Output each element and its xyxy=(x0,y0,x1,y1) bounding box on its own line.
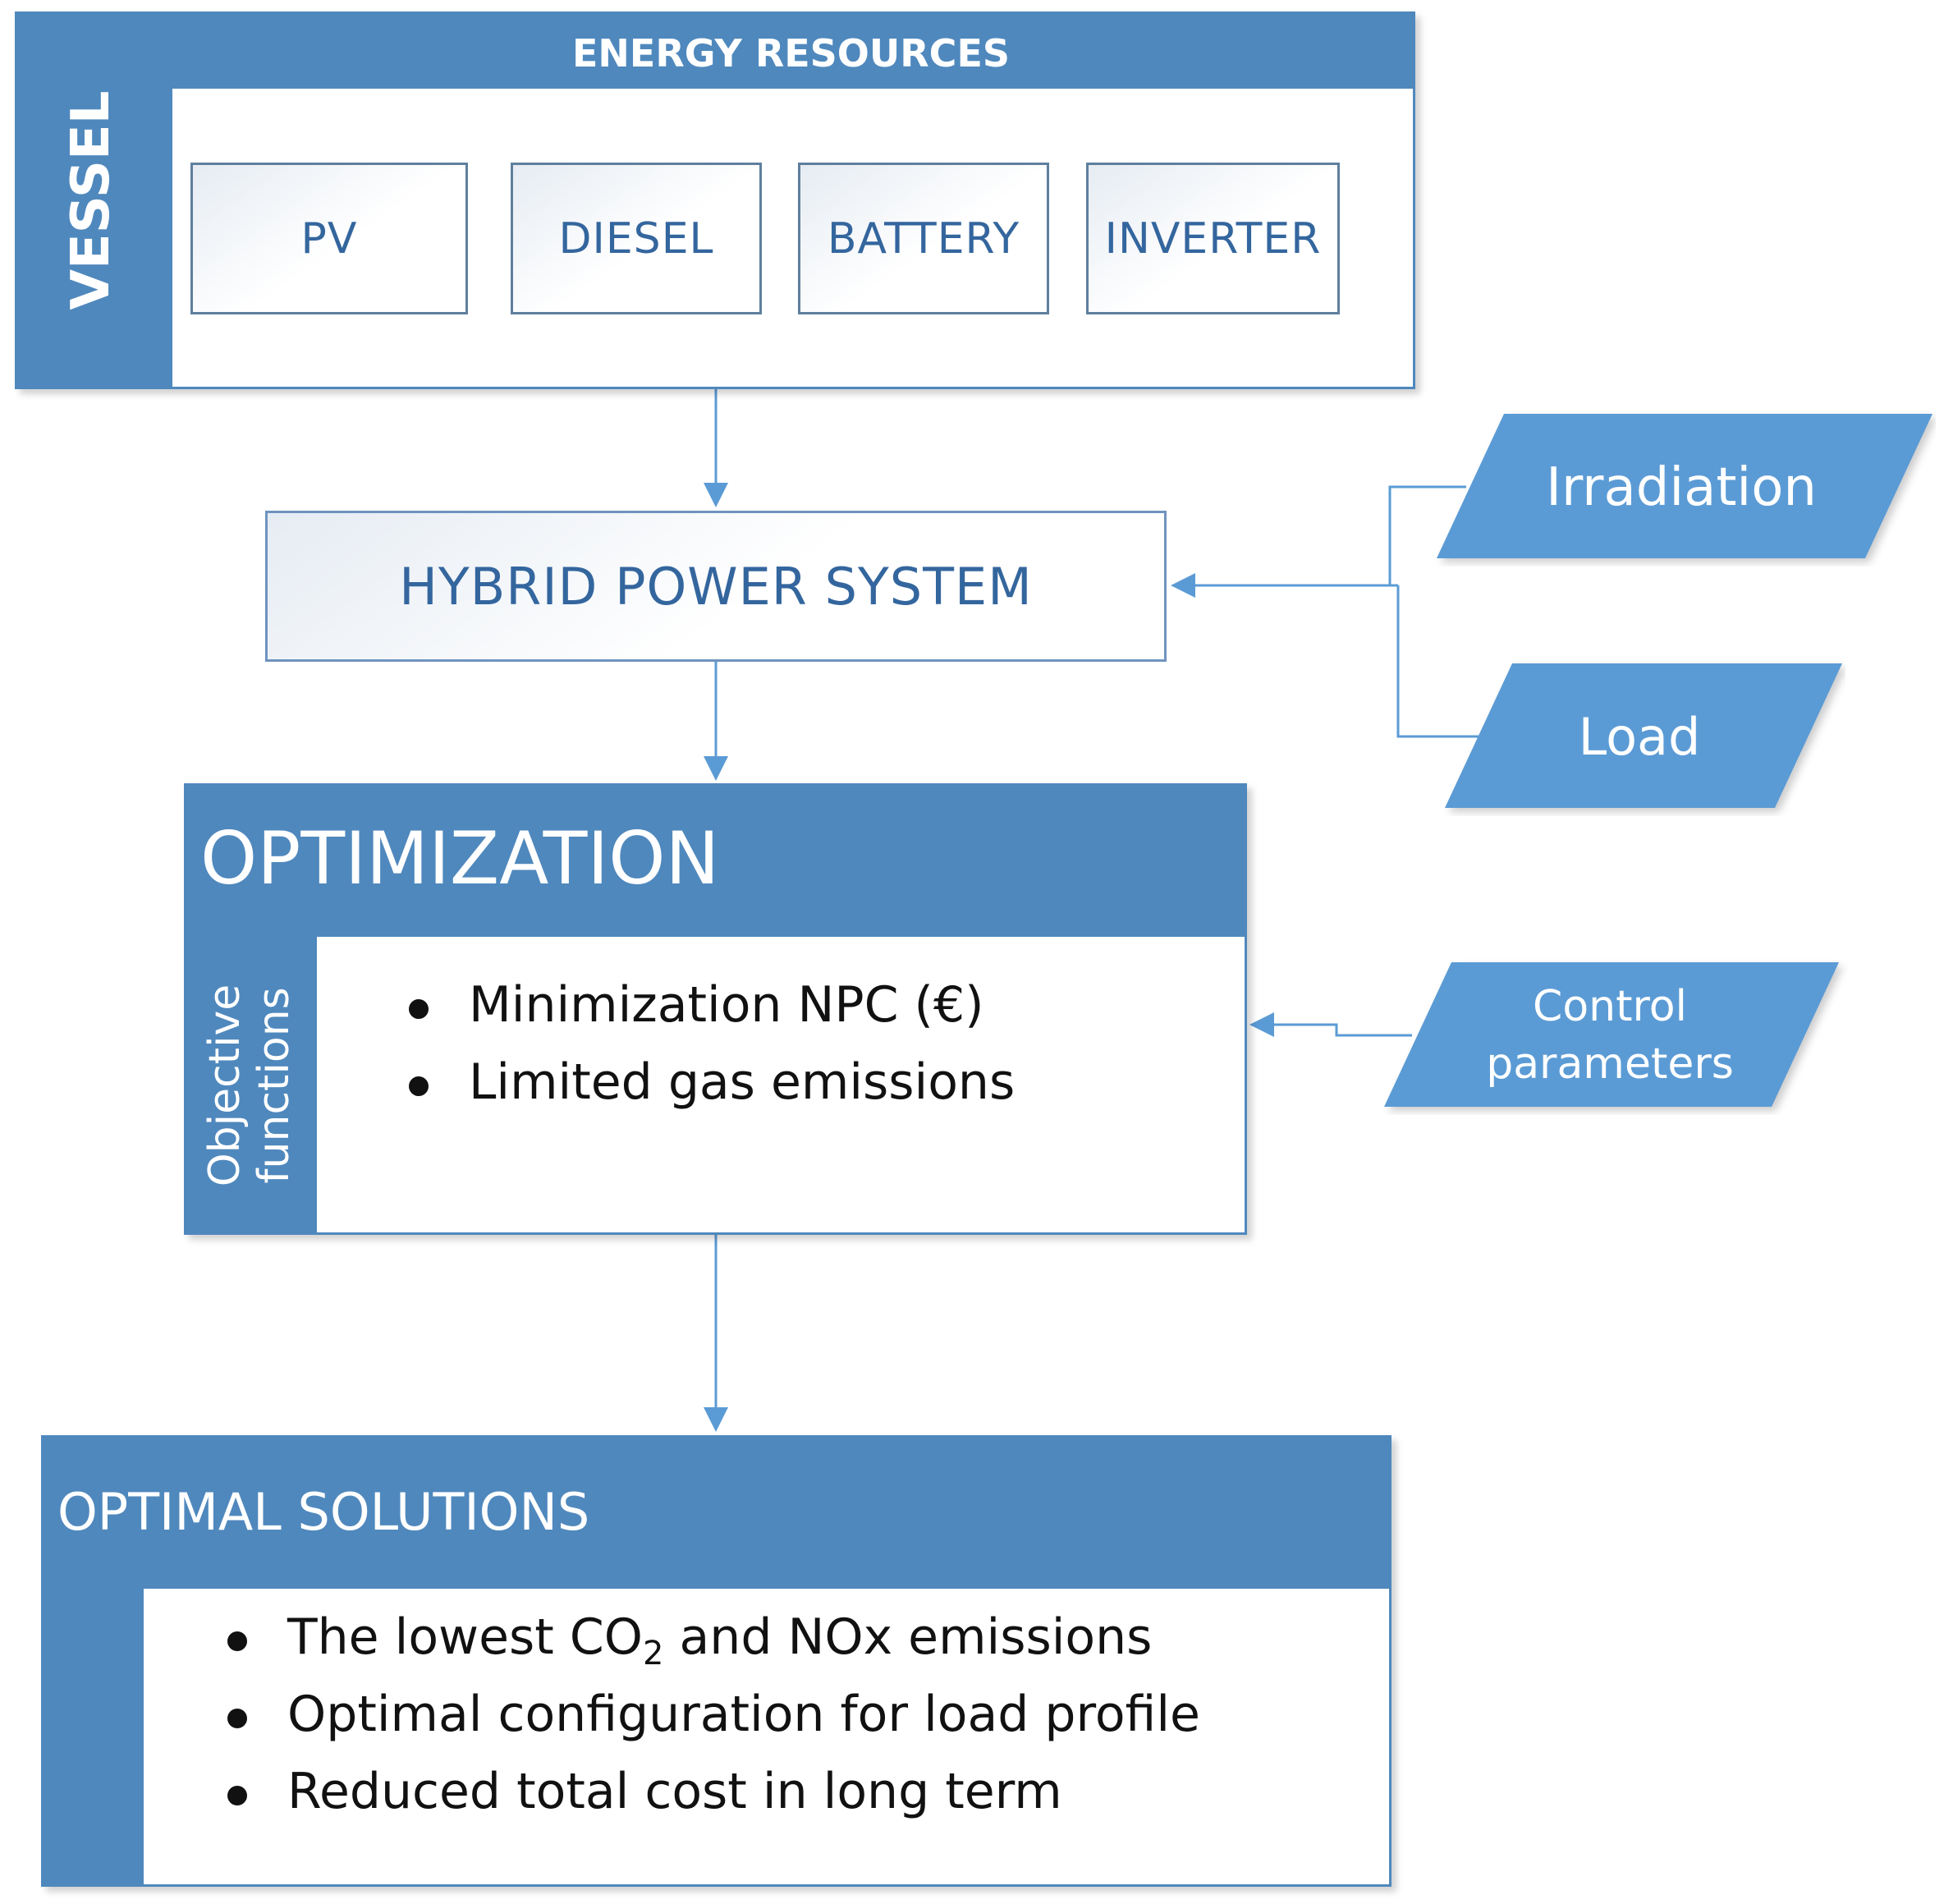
load-shape xyxy=(1445,663,1842,808)
irradiation-shape xyxy=(1437,414,1933,558)
solution-co2-post: and NOx emissions xyxy=(663,1608,1153,1666)
optimization-content: Minimization NPC (€) Limited gas emissio… xyxy=(317,937,1245,1232)
bullet-dot xyxy=(409,1076,429,1096)
vessel-side-bar: VESSEL xyxy=(15,11,167,389)
hybrid-power-system: HYBRID POWER SYSTEM xyxy=(265,511,1167,662)
connector-load xyxy=(1396,585,1479,738)
irradiation-label: Irradiation xyxy=(1546,457,1817,518)
control-label-line2: parameters xyxy=(1486,1039,1734,1089)
objective-label-line1: Objective xyxy=(200,984,250,1187)
energy-resources-header: ENERGY RESOURCES xyxy=(572,31,1010,76)
control-parameters-shape xyxy=(1384,962,1839,1107)
load-label: Load xyxy=(1578,706,1701,767)
bullet-dot xyxy=(227,1786,247,1805)
solution-item-text: Optimal configuration for load profile xyxy=(287,1686,1200,1743)
bullet-dot xyxy=(227,1631,247,1651)
objective-functions-label: Objective functions xyxy=(200,984,299,1187)
objective-functions-sidebar: Objective functions xyxy=(184,936,315,1235)
bullet-dot xyxy=(409,999,429,1019)
component-battery: BATTERY xyxy=(798,163,1049,314)
bullet-dot xyxy=(227,1709,247,1728)
optimization-title: OPTIMIZATION xyxy=(200,815,720,901)
solution-item-text: The lowest CO2 and NOx emissions xyxy=(287,1608,1152,1672)
objective-item-text: Minimization NPC (€) xyxy=(469,976,984,1034)
objective-item-text: Limited gas emissions xyxy=(469,1053,1016,1111)
control-label-line1: Control xyxy=(1533,982,1687,1031)
component-pv: PV xyxy=(190,163,468,314)
control-parameters-label: Control parameters xyxy=(1417,962,1803,1108)
objective-label-line2: functions xyxy=(250,987,299,1184)
solutions-content: The lowest CO2 and NOx emissions Optimal… xyxy=(144,1589,1389,1884)
vessel-label: VESSEL xyxy=(60,90,122,310)
connector-irradiation xyxy=(1388,485,1466,585)
component-diesel: DIESEL xyxy=(511,163,762,314)
solution-co2-sub: 2 xyxy=(643,1635,664,1672)
solution-item-text: Reduced total cost in long term xyxy=(287,1763,1062,1820)
solution-co2-pre: The lowest CO xyxy=(287,1608,644,1666)
solutions-title: OPTIMAL SOLUTIONS xyxy=(57,1481,590,1542)
arrow-control-to-optimization xyxy=(1249,1012,1412,1037)
component-inverter: INVERTER xyxy=(1086,163,1340,314)
